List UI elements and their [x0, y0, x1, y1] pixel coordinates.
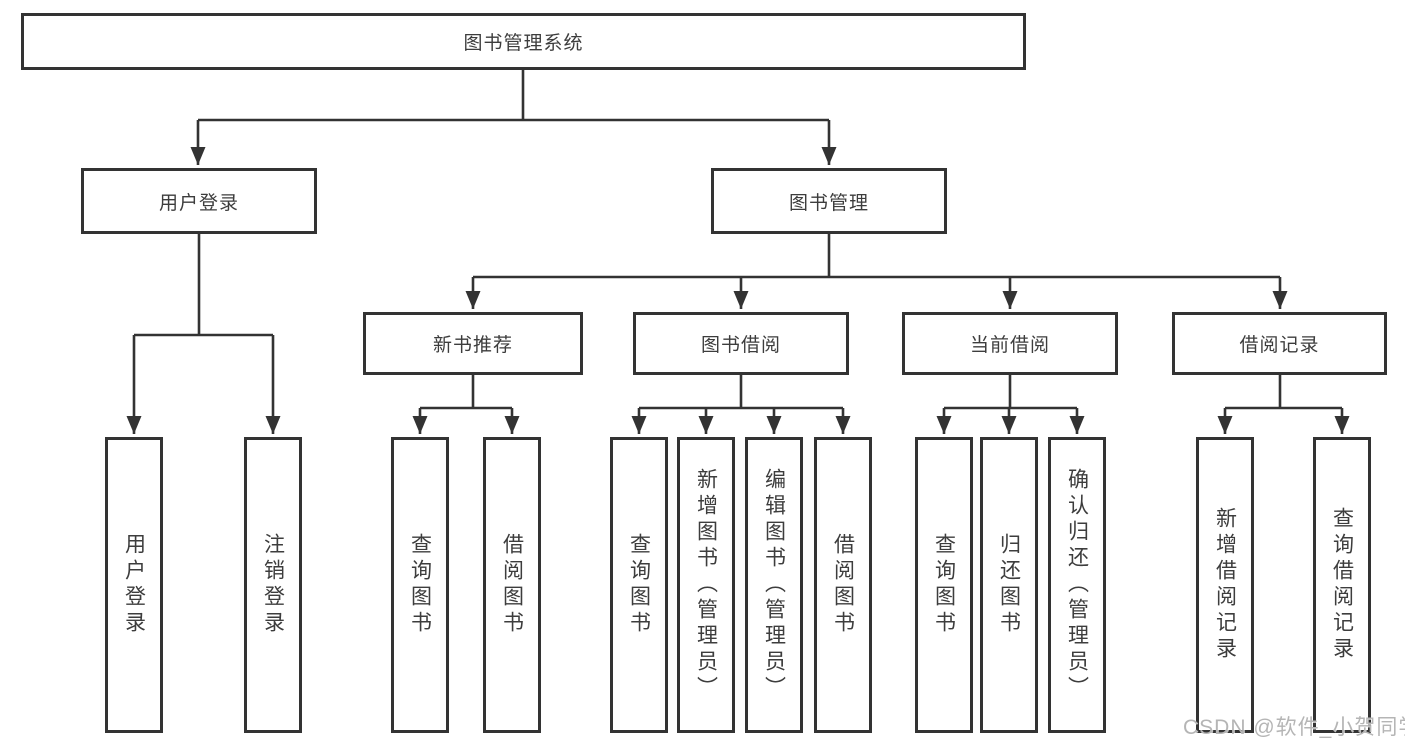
node-user-login: 用户登录	[105, 437, 163, 733]
node-borrow-books-borrowing: 借阅图书	[814, 437, 872, 733]
node-book-borrowing-label: 图书借阅	[700, 335, 781, 356]
node-user-login-branch: 用户登录	[81, 168, 317, 234]
node-query-books-current-label: 查询图书	[932, 533, 956, 637]
node-borrow-books-recommend-label: 借阅图书	[500, 533, 524, 637]
node-query-books-recommend-label: 查询图书	[408, 533, 432, 637]
node-edit-book-admin: 编辑图书（管理员）	[745, 437, 803, 733]
node-borrowing-records-label: 借阅记录	[1239, 335, 1320, 356]
connector-current-borrowing	[936, 375, 1085, 434]
node-root-label: 图书管理系统	[463, 33, 584, 54]
node-add-book-admin-label: 新增图书（管理员）	[694, 468, 718, 702]
node-book-management-branch: 图书管理	[711, 168, 947, 234]
connector-new-book-recommendation	[412, 375, 520, 434]
node-return-book: 归还图书	[980, 437, 1038, 733]
node-query-books-recommend: 查询图书	[391, 437, 449, 733]
connector-book-management	[465, 234, 1288, 309]
node-borrowing-records: 借阅记录	[1172, 312, 1387, 375]
node-logout-label: 注销登录	[261, 533, 285, 637]
node-borrow-books-recommend: 借阅图书	[483, 437, 541, 733]
connector-borrowing-records	[1217, 375, 1350, 434]
node-add-borrow-record-label: 新增借阅记录	[1213, 507, 1237, 663]
node-logout: 注销登录	[244, 437, 302, 733]
connector-user-login	[126, 234, 281, 434]
node-edit-book-admin-label: 编辑图书（管理员）	[762, 468, 786, 702]
node-root: 图书管理系统	[21, 13, 1026, 70]
node-new-book-recommendation: 新书推荐	[363, 312, 583, 375]
node-user-login-label: 用户登录	[122, 533, 146, 637]
node-query-borrow-record: 查询借阅记录	[1313, 437, 1371, 733]
node-confirm-return-admin-label: 确认归还（管理员）	[1065, 468, 1089, 702]
watermark: CSDN @软件_小贺同学	[1183, 716, 1405, 739]
node-add-borrow-record: 新增借阅记录	[1196, 437, 1254, 733]
node-query-books-borrowing: 查询图书	[610, 437, 668, 733]
connector-root	[190, 70, 837, 165]
node-confirm-return-admin: 确认归还（管理员）	[1048, 437, 1106, 733]
node-book-borrowing: 图书借阅	[633, 312, 849, 375]
node-current-borrowing: 当前借阅	[902, 312, 1118, 375]
node-new-book-recommendation-label: 新书推荐	[432, 335, 513, 356]
node-query-books-borrowing-label: 查询图书	[627, 533, 651, 637]
node-add-book-admin: 新增图书（管理员）	[677, 437, 735, 733]
connector-book-borrowing	[631, 375, 851, 434]
node-query-books-current: 查询图书	[915, 437, 973, 733]
node-current-borrowing-label: 当前借阅	[969, 335, 1050, 356]
node-return-book-label: 归还图书	[997, 533, 1021, 637]
node-borrow-books-borrowing-label: 借阅图书	[831, 533, 855, 637]
node-query-borrow-record-label: 查询借阅记录	[1330, 507, 1354, 663]
node-user-login-branch-label: 用户登录	[158, 192, 239, 214]
node-book-management-branch-label: 图书管理	[788, 192, 869, 214]
